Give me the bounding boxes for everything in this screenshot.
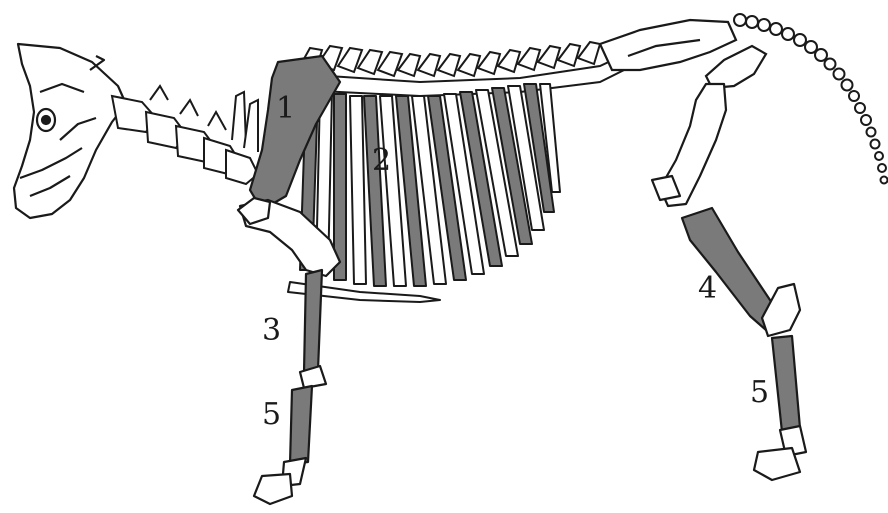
cannon-bone-hind bbox=[772, 336, 800, 432]
dorsal-spine bbox=[298, 42, 632, 96]
label-1: 1 bbox=[276, 91, 295, 126]
neck-vertebrae bbox=[112, 86, 258, 184]
cannon-bone-front bbox=[290, 386, 312, 464]
label-5-hind: 5 bbox=[750, 375, 769, 410]
hind-leg bbox=[652, 84, 806, 480]
tail-vertebrae bbox=[734, 14, 888, 184]
label-2: 2 bbox=[372, 143, 391, 178]
hoof-front bbox=[254, 474, 292, 504]
label-5-front: 5 bbox=[262, 397, 281, 432]
label-4: 4 bbox=[698, 271, 717, 306]
forearm-bone bbox=[304, 270, 322, 372]
rib bbox=[350, 96, 366, 284]
hock bbox=[762, 284, 800, 336]
front-leg bbox=[238, 198, 340, 504]
hoof-hind bbox=[754, 448, 800, 480]
label-3: 3 bbox=[262, 313, 281, 348]
pelvis bbox=[600, 20, 766, 88]
skull bbox=[14, 44, 126, 218]
